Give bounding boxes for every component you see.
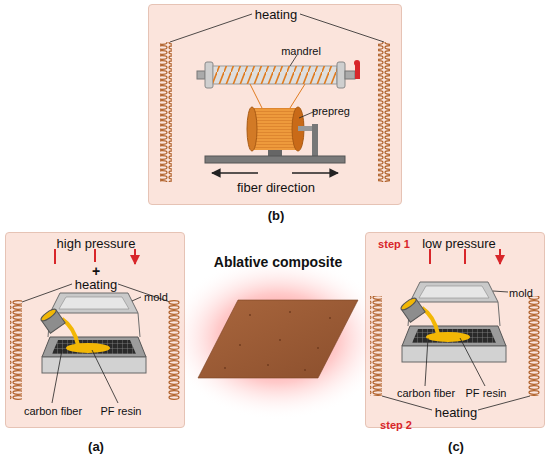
pressure-arrow <box>55 249 135 264</box>
spool-stand <box>312 124 318 156</box>
part-label: mold <box>509 287 533 299</box>
leader-line <box>290 55 297 66</box>
plate-dot <box>239 344 241 346</box>
plate-dot <box>329 317 331 319</box>
leader-line <box>299 110 318 118</box>
mold-illustration <box>399 282 506 362</box>
mandrel-flange <box>337 62 345 88</box>
heating-coil <box>10 300 22 400</box>
panel-caption: (a) <box>88 440 104 454</box>
leader-line <box>132 297 141 301</box>
heat-glow <box>166 256 390 420</box>
part-label: low pressure <box>422 237 496 251</box>
leader-line <box>382 396 530 410</box>
part-label: high pressure <box>57 237 136 251</box>
spool-axle <box>298 126 314 131</box>
crank <box>355 63 360 79</box>
plate-dot <box>267 364 269 366</box>
plate-dot <box>289 311 291 313</box>
part-label: heating <box>435 406 478 420</box>
plate-dot <box>249 314 251 316</box>
panel-caption: (b) <box>268 209 285 223</box>
part-label: prepreg <box>312 105 350 117</box>
leader-line <box>493 291 508 292</box>
plate-dot <box>224 367 226 369</box>
heating-coil <box>528 296 540 396</box>
leader-line <box>170 14 384 42</box>
product-label: Ablative composite <box>214 255 342 270</box>
composite-plate <box>198 300 358 378</box>
spool-end <box>247 107 257 151</box>
part-label: heating <box>75 278 118 292</box>
heating-coil <box>168 300 180 400</box>
heating-coil <box>378 42 390 182</box>
guide-rail <box>205 156 345 163</box>
direction-arrow <box>292 172 338 174</box>
direction-arrow <box>212 172 258 174</box>
plate-dot <box>279 339 281 341</box>
crank-knob <box>354 60 360 66</box>
part-label: carbon fiber <box>397 387 455 399</box>
part-label: carbon fiber <box>24 405 82 417</box>
heating-coil <box>370 296 382 396</box>
plate-dot <box>304 369 306 371</box>
leader-line <box>425 338 485 386</box>
part-label: PF resin <box>101 405 142 417</box>
prepreg-spool <box>252 108 298 150</box>
spool-end <box>292 107 304 151</box>
step-label: step 2 <box>380 419 412 431</box>
mandrel-winding <box>213 66 337 84</box>
part-label: mandrel <box>281 45 321 57</box>
step-label: step 1 <box>378 238 410 250</box>
spool-carriage <box>268 150 282 156</box>
mandrel-shaft <box>197 71 205 79</box>
plate-dots <box>224 311 331 371</box>
prepreg-strand <box>250 84 305 108</box>
process-panel: high pressure+heatingmoldcarbon fiberPF … <box>5 232 185 428</box>
process-panel: step 1 low pressure mold carbon fiber PF res… <box>365 232 545 428</box>
panel-caption: (c) <box>448 440 464 454</box>
plate-dot <box>317 347 319 349</box>
heating-coil <box>160 42 172 182</box>
mandrel-body <box>213 66 337 84</box>
part-label: fiber direction <box>237 181 315 195</box>
part-label: mold <box>144 291 168 303</box>
mold-illustration <box>39 293 146 373</box>
mandrel-shaft <box>345 71 355 79</box>
leader-line <box>52 350 118 403</box>
leader-line <box>22 284 170 302</box>
mandrel-flange <box>205 62 213 88</box>
process-panel: heatingmandrelprepregfiber direction(b) <box>148 4 402 205</box>
part-label: PF resin <box>466 387 507 399</box>
part-label: heating <box>255 8 298 22</box>
pressure-arrow <box>430 249 500 264</box>
